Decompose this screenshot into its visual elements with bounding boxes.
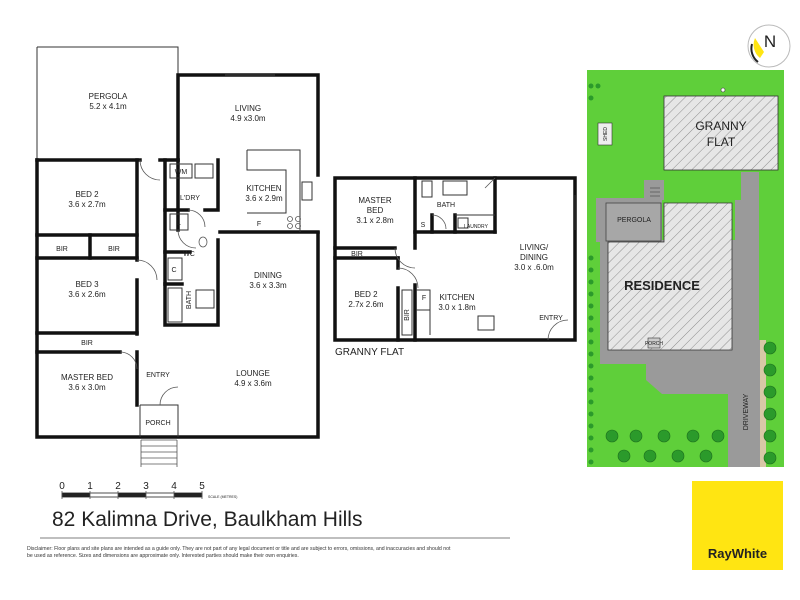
label-bir-bed2: BIR <box>56 246 68 253</box>
label-entry: ENTRY <box>146 372 170 379</box>
room-name-bed2: BED 2 <box>75 190 99 199</box>
room-name-lounge: LOUNGE <box>236 369 270 378</box>
label-fridge: F <box>257 221 261 228</box>
gf-room-size-master: 3.1 x 2.8m <box>356 216 394 225</box>
label-cupboard: C <box>171 267 176 274</box>
room-name-living: LIVING <box>235 104 261 113</box>
gf-label-bir-bed2: BIR <box>404 309 411 321</box>
site-label-pergola: PERGOLA <box>617 217 651 224</box>
label-bath: BATH <box>186 291 193 309</box>
room-name-master-bed: MASTER BED <box>61 373 113 382</box>
site-label-porch: PORCH <box>645 341 663 347</box>
site-plan <box>587 70 784 467</box>
label-porch: PORCH <box>145 420 170 427</box>
gf-room-name-master-bed: BED <box>367 206 384 215</box>
raywhite-logo: RayWhite <box>692 481 783 570</box>
scale-tick-5: 5 <box>199 481 205 492</box>
room-size-kitchen: 3.6 x 2.9m <box>245 194 283 203</box>
granny-flat-title: GRANNY FLAT <box>335 347 404 358</box>
room-size-dining: 3.6 x 3.3m <box>249 281 287 290</box>
disclaimer-text: Disclaimer: Floor plans and site plans a… <box>27 546 451 559</box>
label-wm: WM <box>175 169 188 176</box>
site-label-shed: SHED <box>603 127 609 141</box>
site-label-granny: GRANNY <box>695 119 746 133</box>
label-bir-bed3: BIR <box>108 246 120 253</box>
label-laundry: L'DRY <box>180 195 200 202</box>
room-size-pergola: 5.2 x 4.1m <box>89 102 127 111</box>
logo-text: RayWhite <box>707 546 768 561</box>
gf-room-size-living: 3.0 x .6.0m <box>514 263 554 272</box>
gf-label-storage: S <box>421 222 426 229</box>
gf-label-bir-master: BIR <box>351 251 363 258</box>
scale-caption: SCALE (METRES) <box>208 495 237 499</box>
site-label-driveway: DRIVEWAY <box>743 393 750 430</box>
label-wc: WC <box>183 251 195 258</box>
gf-label-laundry: LAUNDRY <box>464 224 488 230</box>
scale-tick-4: 4 <box>171 481 177 492</box>
scale-bar <box>61 491 203 499</box>
room-size-bed3: 3.6 x 2.6m <box>68 290 106 299</box>
scale-tick-2: 2 <box>115 481 121 492</box>
room-name-dining: DINING <box>254 271 282 280</box>
scale-tick-1: 1 <box>87 481 93 492</box>
room-name-pergola: PERGOLA <box>89 92 128 101</box>
gf-room-name-master: MASTER <box>358 196 392 205</box>
gf-room-size-kitchen: 3.0 x 1.8m <box>438 303 476 312</box>
site-label-flat: FLAT <box>707 135 736 149</box>
scale-tick-3: 3 <box>143 481 149 492</box>
north-label: N <box>764 32 776 51</box>
room-name-bed3: BED 3 <box>75 280 99 289</box>
scale-tick-0: 0 <box>59 481 65 492</box>
north-arrow-icon <box>747 24 791 68</box>
label-bir-master: BIR <box>81 340 93 347</box>
gf-label-entry: ENTRY <box>539 315 563 322</box>
gf-room-name-bed2: BED 2 <box>354 290 378 299</box>
site-label-residence: RESIDENCE <box>624 278 700 293</box>
label-linen: L <box>177 220 181 227</box>
room-name-kitchen: KITCHEN <box>246 184 281 193</box>
gf-label-bath: BATH <box>437 202 455 209</box>
room-size-bed2: 3.6 x 2.7m <box>68 200 106 209</box>
gf-room-name-kitchen: KITCHEN <box>439 293 474 302</box>
main-house-plan <box>35 46 320 467</box>
room-size-living: 4.9 x3.0m <box>230 114 265 123</box>
room-size-master-bed: 3.6 x 3.0m <box>68 383 106 392</box>
room-size-lounge: 4.9 x 3.6m <box>234 379 272 388</box>
gf-label-fridge: F <box>422 295 426 302</box>
granny-flat-plan <box>333 176 577 342</box>
property-address: 82 Kalimna Drive, Baulkham Hills <box>52 508 363 531</box>
gf-room-name-living: LIVING/ <box>520 243 549 252</box>
gf-room-size-bed2: 2.7x 2.6m <box>348 300 383 309</box>
gf-room-name-dining: DINING <box>520 253 548 262</box>
